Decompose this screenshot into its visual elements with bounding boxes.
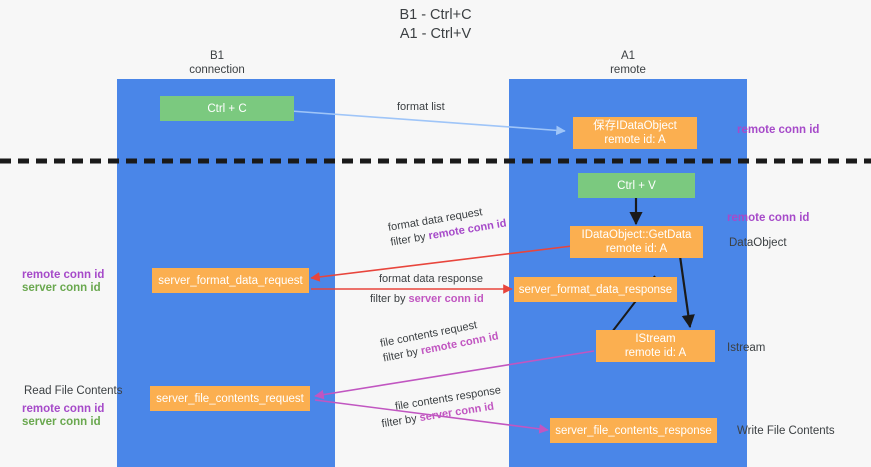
node-idataobject-getdata-line1: IDataObject::GetData — [581, 229, 692, 241]
node-ctrl-c[interactable]: Ctrl + C — [160, 96, 294, 121]
node-server-file-contents-response-label: server_file_contents_response — [555, 424, 712, 437]
diagram-title-line1: B1 - Ctrl+C — [399, 7, 472, 23]
column-header-a1: A1 remote — [528, 50, 728, 77]
node-server-format-data-request[interactable]: server_format_data_request — [152, 268, 309, 293]
flow-label-file-contents-response-filter-prefix: filter by — [380, 412, 421, 431]
node-istream-line1: IStream — [635, 333, 676, 345]
node-store-idataobject-line2: remote id: A — [604, 134, 666, 146]
node-server-file-contents-response[interactable]: server_file_contents_response — [550, 418, 717, 443]
diagram-title: B1 - Ctrl+C A1 - Ctrl+V — [0, 6, 871, 44]
annotation-left-remote-conn-id-bottom: remote conn id — [22, 403, 105, 415]
node-idataobject-getdata-line2: remote id: A — [605, 243, 668, 255]
node-istream-line2: remote id: A — [624, 347, 687, 359]
node-server-file-contents-request-label: server_file_contents_request — [156, 392, 304, 405]
column-header-a1-role: remote — [610, 63, 646, 76]
annotation-left-server-conn-id-mid: server conn id — [22, 282, 101, 294]
node-ctrl-v[interactable]: Ctrl + V — [578, 173, 695, 198]
column-header-a1-name: A1 — [620, 50, 636, 62]
node-ctrl-c-label: Ctrl + C — [207, 102, 247, 115]
node-server-format-data-response-label: server_format_data_response — [518, 283, 673, 296]
flow-label-format-data-response: format data response filter by server co… — [370, 272, 484, 307]
flow-label-format-data-response-filter-prefix: filter by — [370, 293, 409, 305]
node-store-idataobject-line1: 保存IDataObject — [593, 120, 677, 132]
annotation-left-read-file-contents: Read File Contents — [24, 385, 123, 397]
node-istream[interactable]: IStream remote id: A — [596, 330, 715, 362]
annotation-right-dataobject: DataObject — [729, 237, 787, 249]
column-header-b1-name: B1 — [209, 50, 225, 62]
node-server-format-data-request-label: server_format_data_request — [158, 274, 303, 287]
flow-label-file-contents-response: file contents response filter by server … — [381, 383, 504, 430]
node-store-idataobject[interactable]: 保存IDataObject remote id: A — [573, 117, 697, 149]
diagram-title-line2: A1 - Ctrl+V — [399, 26, 472, 42]
flow-label-file-contents-request: file contents request filter by remote c… — [379, 315, 500, 367]
annotation-left-remote-conn-id-mid: remote conn id — [22, 269, 105, 281]
node-server-format-data-response[interactable]: server_format_data_response — [514, 277, 677, 302]
annotation-right-istream: Istream — [727, 342, 766, 354]
annotation-right-write-file-contents: Write File Contents — [737, 425, 835, 437]
annotation-right-remote-conn-id-top: remote conn id — [737, 124, 820, 136]
node-server-file-contents-request[interactable]: server_file_contents_request — [150, 386, 310, 411]
flow-label-format-data-request: format data request filter by remote con… — [387, 202, 508, 251]
column-header-b1: B1 connection — [117, 50, 317, 77]
column-header-b1-role: connection — [189, 63, 245, 76]
annotation-left-server-conn-id-bottom: server conn id — [22, 416, 101, 428]
flow-label-format-data-response-text: format data response — [379, 273, 483, 285]
annotation-right-remote-conn-id-mid: remote conn id — [727, 212, 810, 224]
flow-label-format-list-text: format list — [397, 101, 445, 113]
node-idataobject-getdata[interactable]: IDataObject::GetData remote id: A — [570, 226, 703, 258]
node-ctrl-v-label: Ctrl + V — [617, 179, 656, 192]
flow-label-format-list: format list — [397, 100, 445, 115]
flow-label-format-data-response-filter-key: server conn id — [408, 293, 484, 305]
